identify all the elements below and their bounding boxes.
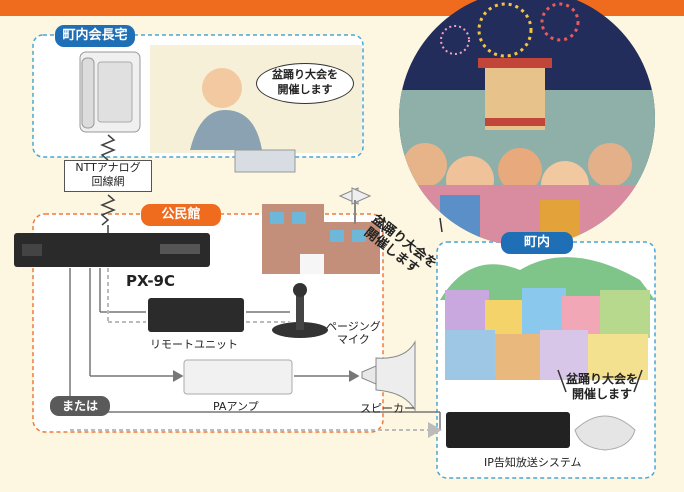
- speaker-label: スピーカー: [360, 402, 415, 415]
- neighborhood-label: 町内: [501, 232, 573, 254]
- ip-system-device: [446, 412, 570, 448]
- phone-bubble-line-1: 盆踊り大会を: [272, 68, 338, 81]
- ntt-line-text-2: 回線網: [91, 175, 125, 188]
- remote-unit-device: [148, 298, 244, 332]
- ip-bubble-line-1: 盆踊り大会を: [565, 372, 638, 386]
- paging-mic-line-2: マイク: [337, 333, 370, 346]
- ip-announcement: 盆踊り大会を 開催します: [562, 372, 642, 402]
- pa-amp-device: [183, 359, 293, 395]
- paging-mic-label: ページング マイク: [326, 320, 381, 346]
- phone-bubble-line-2: 開催します: [277, 83, 333, 96]
- ntt-line-text-1: NTTアナログ: [75, 161, 141, 174]
- community-hall-label: 公民館: [141, 204, 221, 226]
- phone-speech-bubble: 盆踊り大会を 開催します: [256, 63, 354, 104]
- paging-mic-line-1: ページング: [326, 320, 381, 333]
- chairman-home-label: 町内会長宅: [55, 25, 135, 47]
- or-label: または: [50, 396, 110, 416]
- festival-scene: [399, 0, 655, 246]
- remote-unit-label: リモートユニット: [150, 338, 238, 351]
- px9c-label: PX-9C: [126, 272, 176, 290]
- pa-amp-label: PAアンプ: [213, 400, 259, 413]
- ip-bubble-line-2: 開催します: [571, 387, 632, 401]
- ntt-line-box: NTTアナログ 回線網: [64, 160, 152, 192]
- px9c-device: [14, 233, 210, 267]
- ip-system-label: IP告知放送システム: [484, 456, 582, 469]
